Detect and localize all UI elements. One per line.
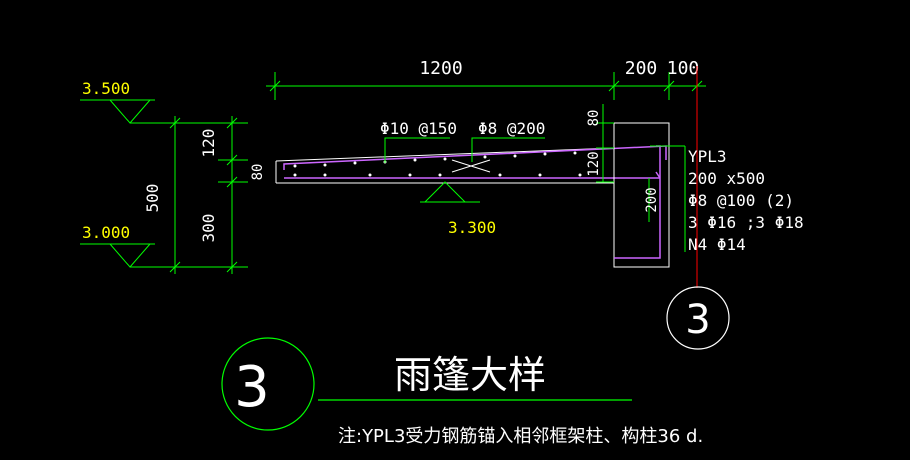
canopy-slab <box>275 145 667 184</box>
dim-left-mid: 80 <box>250 164 266 181</box>
dim-beam-mid: 120 <box>586 151 602 176</box>
left-dimension-chain <box>166 116 248 274</box>
rebar-dots <box>293 151 582 177</box>
axis-bubble-number: 3 <box>685 297 710 343</box>
dim-beam-lower: 200 <box>644 187 660 212</box>
beam-spec-stirrup: Φ8 @100 (2) <box>688 191 794 210</box>
elevation-slab-label: 3.300 <box>448 218 496 237</box>
dim-left-upper: 120 <box>199 129 218 158</box>
dim-top-right: 100 <box>667 58 700 79</box>
beam-spec-side: N4 Φ14 <box>688 235 746 254</box>
dim-beam-top: 80 <box>586 110 602 127</box>
detail-note: 注:YPL3受力钢筋锚入相邻框架柱、构柱36 d. <box>338 426 703 447</box>
beam-spec-main: 3 Φ16 ;3 Φ18 <box>688 213 804 232</box>
elevation-top-label: 3.500 <box>82 79 130 98</box>
detail-bubble-number: 3 <box>234 355 270 420</box>
rebar-cross-mark <box>451 159 491 173</box>
dim-left-lower: 300 <box>199 214 218 243</box>
dim-left-total: 500 <box>143 184 162 213</box>
axis-bubble <box>666 286 730 350</box>
detail-title: 雨篷大样 <box>394 353 546 397</box>
rebar-leaders <box>384 137 545 163</box>
elevation-mark-bottom <box>80 243 175 268</box>
elevation-bottom-label: 3.000 <box>82 223 130 242</box>
beam-spec-section: 200 x500 <box>688 169 765 188</box>
dim-top-mid: 200 <box>625 58 658 79</box>
elevation-mark-top <box>80 99 175 124</box>
detail-bubble <box>221 337 315 431</box>
beam-dimensions <box>596 104 650 222</box>
beam-spec-name: YPL3 <box>688 147 727 166</box>
elevation-mark-slab <box>420 181 480 203</box>
dim-top-span: 1200 <box>419 58 462 79</box>
beam-outline <box>613 122 670 268</box>
rebar-dist-label: Φ8 @200 <box>478 119 545 138</box>
rebar-top-label: Φ10 @150 <box>380 119 457 138</box>
